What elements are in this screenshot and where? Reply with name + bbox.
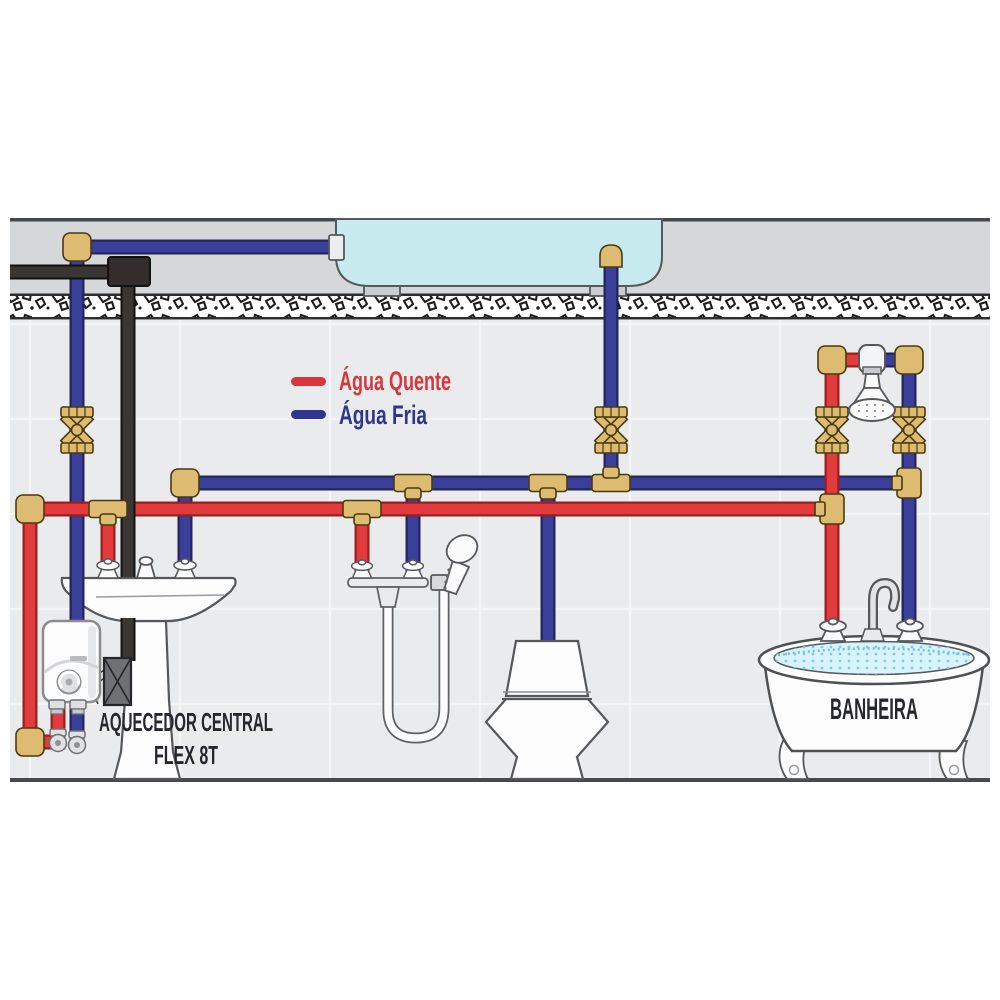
- heater-label: AQUECEDOR CENTRAL FLEX 8T: [99, 707, 273, 770]
- legend: Água Quente Água Fria: [291, 365, 451, 430]
- spray-hot-tap: [350, 559, 374, 579]
- legend-hot-swatch: [291, 377, 326, 386]
- slab-bottom-line: [10, 317, 990, 320]
- floor-line: [10, 778, 990, 782]
- slab-top-line: [10, 293, 990, 296]
- tank-outlet-cap: [599, 244, 623, 268]
- elbow-fitting: [15, 494, 45, 524]
- elbow-fitting: [15, 727, 45, 757]
- tee-fitting: [814, 493, 845, 525]
- tub-cold-tap: [896, 617, 924, 642]
- legend-hot-label: Água Quente: [339, 365, 451, 396]
- electrical-conduit: [10, 256, 151, 578]
- bathtub: BANHEIRA: [757, 577, 991, 780]
- heater-dial-pointer: [58, 670, 81, 689]
- spray-mixer-bar: [347, 577, 429, 588]
- brass-fittings: [15, 232, 924, 757]
- gooseneck-faucet: [870, 580, 898, 640]
- heater-label-line1: AQUECEDOR CENTRAL: [99, 707, 273, 737]
- heater-logo: [70, 656, 87, 661]
- bath-water-texture: [774, 641, 974, 675]
- water-heater: [41, 619, 102, 755]
- toilet-tank: [504, 639, 590, 698]
- shower-neck: [862, 373, 882, 389]
- concrete-slab-texture: [10, 295, 990, 319]
- legend-cold-swatch: [291, 410, 326, 419]
- sink-taps: [96, 556, 197, 579]
- spray-cold-tap: [401, 559, 425, 579]
- shower-head: [848, 344, 896, 422]
- heater-dial-center: [65, 678, 73, 686]
- shower-arm-base: [862, 366, 882, 375]
- spray-hose: [384, 588, 448, 742]
- tub-hot-tap: [819, 617, 847, 642]
- sink-hot-tap: [96, 558, 120, 579]
- elbow-fitting: [817, 345, 847, 375]
- legend-cold-label: Água Fria: [339, 399, 428, 430]
- toilet-bowl: [484, 697, 610, 781]
- heater-ports: [48, 699, 87, 715]
- tee-fitting: [891, 467, 922, 499]
- heater-hose-connectors: [48, 728, 87, 755]
- tank-body: [335, 218, 663, 287]
- water-wave: [777, 647, 971, 657]
- sink-basin-detail: [95, 594, 225, 598]
- tank-inlet-fitting: [328, 234, 345, 261]
- gooseneck-base: [859, 628, 886, 642]
- hygienic-hand-shower: [347, 534, 479, 744]
- spray-head: [445, 534, 479, 564]
- toilet: [484, 639, 610, 781]
- heater-label-line2: FLEX 8T: [154, 740, 218, 770]
- bathtub-label: BANHEIRA: [830, 693, 918, 726]
- sink-cold-tap: [173, 558, 197, 579]
- sink-basin: [60, 576, 237, 623]
- conduit-junction-box: [107, 256, 151, 287]
- elbow-fitting: [894, 345, 924, 375]
- heater-shading: [88, 626, 96, 698]
- sink-spout: [135, 563, 157, 579]
- sink-spout-top: [138, 556, 154, 566]
- power-box-cross: [103, 657, 132, 706]
- bathtub-body: [763, 664, 985, 753]
- heater-swoosh: [44, 659, 99, 674]
- elbow-fitting: [62, 232, 92, 262]
- elbow-fitting: [170, 468, 200, 498]
- spray-mixer-body: [375, 586, 401, 608]
- shower-face-holes: [854, 402, 890, 418]
